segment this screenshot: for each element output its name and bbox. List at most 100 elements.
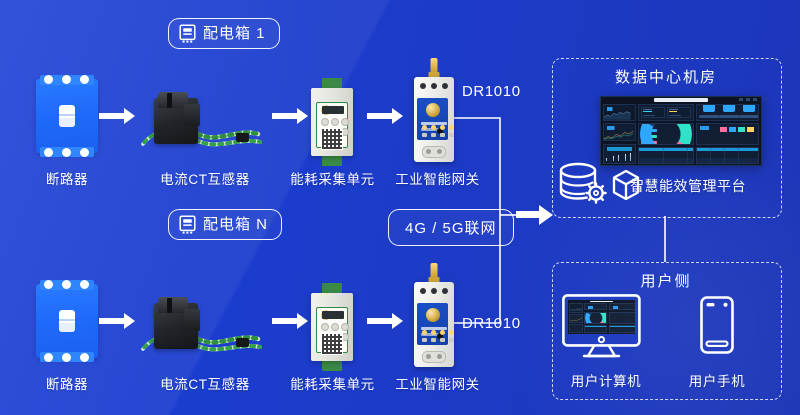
network-label: 4G / 5G联网 [405,220,497,237]
dashboard-corner-meta [738,98,758,102]
gateway-terminal-pins [422,338,454,342]
gateway-antenna [430,263,438,278]
dashboard-col-middle [637,103,694,164]
ct-clamp-gap [167,298,172,313]
distribution-box-icon [179,24,196,43]
circuit-breaker-top [36,72,98,160]
label-ct-transformer-bottom: 电流CT互感器 [160,377,250,392]
energy-collector-bottom [311,283,353,371]
breaker-terminal [80,75,89,84]
label-gateway-bottom: 工业智能网关 [395,377,480,392]
dashboard-bar-chart [603,143,636,164]
dashboard-status-icons [695,103,760,121]
breaker-terminal [62,353,71,362]
gateway-status-leds [422,330,454,335]
dashboard-col-left [603,103,636,164]
breaker-terminal [62,148,71,157]
label-energy-collector-bottom: 能耗采集单元 [290,377,375,392]
breaker-terminal [80,353,89,362]
ct-clamp-gap [167,93,172,108]
ct-cable [141,335,262,352]
gateway-din-clip [422,146,446,158]
gateway-status-leds [422,125,454,130]
mini-dashboard-header [568,300,635,303]
dashboard-kpi-cards [637,103,694,121]
gateway-antenna [430,58,438,73]
ct-transformer-bottom [140,293,270,363]
breaker-terminal [44,280,53,289]
dashboard-table-right [695,147,760,164]
badge-network-4g5g: 4G / 5G联网 [388,209,514,246]
breaker-terminal [80,148,89,157]
gateway-panel-text [421,327,447,330]
kpi-card [640,106,665,118]
gateway-top-leds [420,288,448,294]
ct-clamp-jaw [158,92,188,108]
gateway-sma-connector [425,308,440,322]
label-user-computer: 用户计算机 [570,374,642,389]
gateway-din-clip [422,351,446,363]
gateway-front-panel [417,98,454,140]
smartphone-icon [700,296,734,354]
energy-collector-top [311,78,353,166]
badge-distribution-box-1: 配电箱 1 [168,18,280,49]
gateway-model-bottom: DR1010 [462,315,521,332]
din-rail-top [322,283,342,294]
cube-icon [612,169,640,201]
breaker-terminal [62,75,71,84]
badge-label: 配电箱 1 [203,24,266,42]
distribution-box-icon [179,215,196,234]
arrow-collector-to-gateway-bottom [367,313,403,329]
din-rail-bottom [322,155,342,166]
userside-region [552,262,782,400]
industrial-gateway-top [414,58,454,162]
breaker-switch [59,105,75,127]
mini-col-right [608,303,635,334]
user-computer-screen [568,300,635,334]
dashboard-empty-panel [695,123,760,145]
ct-transformer-top [140,88,270,158]
gateway-front-panel [417,303,454,345]
breaker-terminal [62,280,71,289]
gateway-sma-connector [425,103,440,117]
din-rail-top [322,78,342,89]
dashboard-donut-chart [637,123,694,145]
user-computer [562,294,650,358]
desktop-monitor-icon [562,294,641,358]
platform-label: 智慧能效管理平台 [630,178,746,194]
collector-qr-code [321,128,343,150]
ct-clamp-nose [184,309,200,331]
mini-col-middle [584,303,608,334]
breaker-terminal [44,75,53,84]
breaker-terminal [44,353,53,362]
dashboard-area-chart [603,103,636,121]
gateway-reset-button [437,128,443,134]
kpi-card [666,106,691,118]
label-circuit-breaker-top: 断路器 [45,172,89,187]
arrow-ct-to-collector-bottom [272,313,308,329]
collector-display [322,106,344,114]
collector-case [311,293,353,361]
mini-col-left [569,303,583,334]
label-user-phone: 用户手机 [688,374,746,389]
gateway-panel-text [421,122,447,125]
gateway-reset-button [437,333,443,339]
gateway-model-top: DR1010 [462,83,521,100]
datacenter-dashboard [600,96,762,166]
dashboard-grid [603,103,760,164]
badge-distribution-box-n: 配电箱 N [168,209,283,240]
label-ct-transformer-top: 电流CT互感器 [160,172,250,187]
label-gateway-top: 工业智能网关 [395,172,480,187]
breaker-switch [59,310,75,332]
userside-title: 用户侧 [640,273,692,290]
arrow-ct-to-collector-top [272,108,308,124]
collector-qr-code [321,333,343,355]
dashboard-table-left [637,147,694,164]
din-rail-bottom [322,360,342,371]
dashboard-header [601,97,761,103]
label-circuit-breaker-bottom: 断路器 [45,377,89,392]
gateway-terminal-pins [422,133,454,137]
gateway-top-leds [420,83,448,89]
database-gear-icon [559,162,607,204]
